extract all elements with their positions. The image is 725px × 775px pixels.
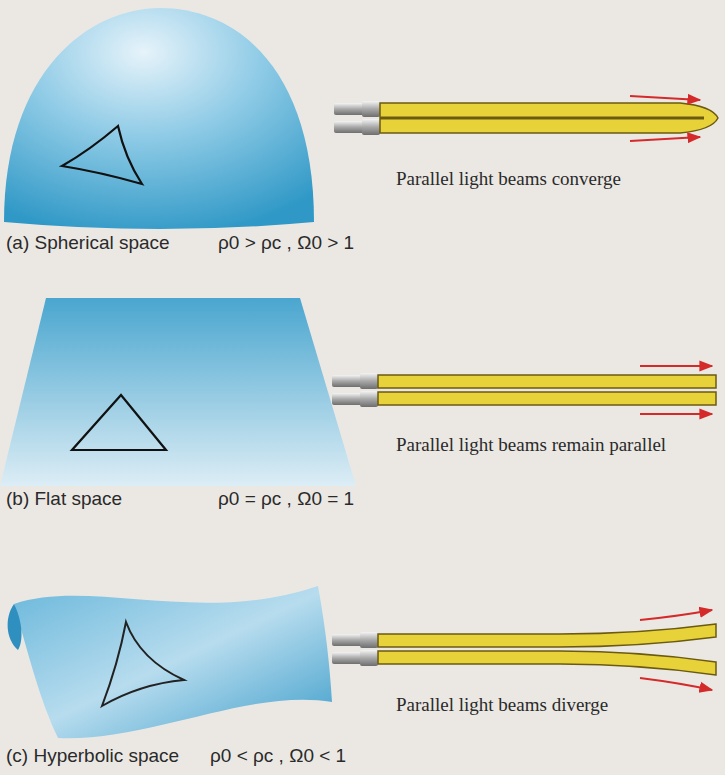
beam-label: Parallel light beams diverge <box>396 694 608 716</box>
flashlight <box>362 101 380 117</box>
flashlight <box>360 632 378 648</box>
flashlight <box>360 650 378 666</box>
light-beam <box>378 392 716 405</box>
formula-text: ρ0 > ρc , Ω0 > 1 <box>218 232 354 254</box>
caption-text: (c) Hyperbolic space <box>6 745 179 767</box>
flashlight <box>360 391 378 407</box>
flashlight <box>362 119 380 135</box>
flashlight <box>332 375 362 387</box>
diverging-beams <box>332 610 716 690</box>
hemisphere <box>4 8 314 229</box>
light-beam <box>378 651 716 675</box>
hyperbolic-figure <box>8 586 332 738</box>
sphere-figure <box>4 8 314 229</box>
converging-beams <box>334 96 718 141</box>
direction-arrow <box>640 413 712 415</box>
beam-label: Parallel light beams converge <box>396 168 621 190</box>
flat-triangle <box>72 395 166 450</box>
beam-label: Parallel light beams remain parallel <box>396 434 666 456</box>
flat-figure <box>0 298 356 486</box>
light-beam <box>380 103 718 133</box>
direction-arrow <box>640 610 712 620</box>
flashlight <box>332 652 362 664</box>
flashlight <box>332 393 362 405</box>
caption-text: (a) Spherical space <box>6 232 170 254</box>
beam-divider <box>380 117 704 120</box>
light-beam <box>378 375 716 388</box>
hyperbolic-triangle <box>102 622 184 706</box>
flashlight <box>334 103 364 115</box>
saddle-curl <box>8 604 22 650</box>
light-beam <box>378 624 716 647</box>
flat-plane <box>0 298 356 486</box>
formula-text: ρ0 < ρc , Ω0 < 1 <box>210 745 346 767</box>
direction-arrow <box>640 678 712 690</box>
direction-arrow <box>630 137 700 141</box>
saddle-surface <box>14 586 332 738</box>
direction-arrow <box>630 96 700 100</box>
caption-text: (b) Flat space <box>6 488 122 510</box>
flashlight <box>360 373 378 389</box>
direction-arrow <box>640 365 712 367</box>
formula-text: ρ0 = ρc , Ω0 = 1 <box>218 488 354 510</box>
spherical-triangle <box>62 126 142 184</box>
flashlight <box>332 634 362 646</box>
parallel-beams <box>332 366 716 414</box>
flashlight <box>334 121 364 133</box>
